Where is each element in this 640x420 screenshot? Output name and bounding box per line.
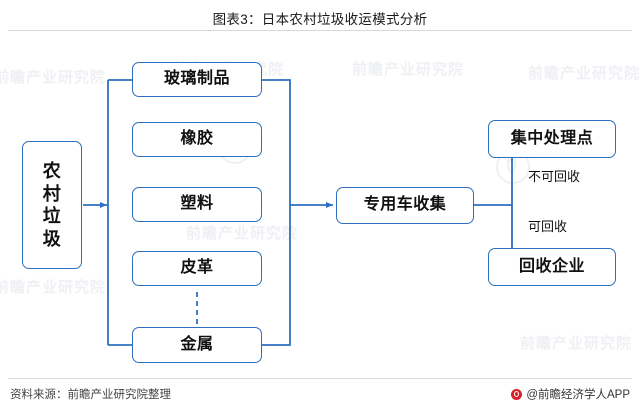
node-rural-waste[interactable]: 农村垃圾: [22, 141, 82, 269]
node-waste-leather-label: 皮革: [180, 259, 214, 277]
node-waste-rubber[interactable]: 橡胶: [132, 122, 262, 157]
node-central-processing-label: 集中处理点: [510, 129, 594, 147]
node-waste-metal-label: 金属: [180, 335, 214, 353]
app-logo-icon: [511, 388, 523, 400]
node-special-vehicle-collection-label: 专用车收集: [363, 196, 447, 214]
node-waste-metal[interactable]: 金属: [132, 327, 262, 363]
node-recycling-enterprise-label: 回收企业: [518, 257, 585, 275]
node-waste-glass[interactable]: 玻璃制品: [132, 62, 262, 97]
node-central-processing[interactable]: 集中处理点: [488, 120, 616, 158]
title-divider: [8, 30, 632, 31]
node-rural-waste-label: 农村垃圾: [42, 161, 62, 249]
edge-label-non-recyclable: 不可回收: [528, 169, 581, 184]
footer-divider: [8, 378, 632, 379]
node-waste-leather[interactable]: 皮革: [132, 251, 262, 286]
edge-label-recyclable: 可回收: [528, 219, 568, 234]
node-waste-plastic-label: 塑料: [180, 195, 214, 213]
node-waste-glass-label: 玻璃制品: [163, 70, 230, 88]
node-waste-rubber-label: 橡胶: [180, 130, 214, 148]
node-special-vehicle-collection[interactable]: 专用车收集: [336, 187, 474, 224]
source-note: 资料来源：前瞻产业研究院整理: [10, 389, 171, 401]
node-waste-plastic[interactable]: 塑料: [132, 187, 262, 222]
credit-label: @前瞻经济学人APP: [526, 389, 630, 401]
node-recycling-enterprise[interactable]: 回收企业: [488, 248, 616, 286]
page-title: 图表3：日本农村垃圾收运模式分析: [212, 12, 428, 27]
credit-note: @前瞻经济学人APP: [511, 386, 630, 402]
